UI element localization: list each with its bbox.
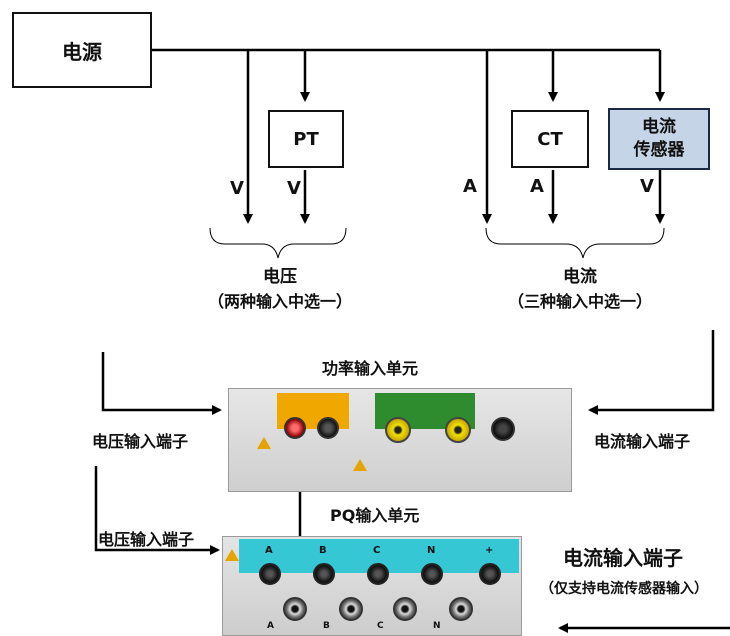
voltage-feed-arrow	[101, 352, 222, 415]
power-input-module	[228, 388, 572, 492]
current-input-jack-1[interactable]	[385, 417, 411, 443]
pq-channel-label: B	[319, 545, 327, 556]
current-sensor-label: 电流 传感器	[633, 117, 685, 160]
signal-label-v-sensor: V	[640, 176, 654, 197]
warning-triangle-icon	[225, 549, 239, 561]
power-unit-title: 功率输入单元	[322, 359, 419, 378]
current-feed-arrow	[588, 330, 715, 415]
pq-voltage-jack-a[interactable]	[259, 563, 281, 585]
voltage-brace	[209, 227, 347, 259]
current-input-jack-2[interactable]	[445, 417, 471, 443]
voltage-terminal-label-2: 电压输入端子	[98, 530, 195, 549]
signal-label-v-direct: V	[230, 178, 244, 199]
pq-channel-label: N	[427, 545, 436, 556]
ct-box: CT	[511, 110, 589, 168]
current-terminal-label-1: 电流输入端子	[594, 432, 691, 451]
sensor-input-jack[interactable]	[491, 417, 515, 441]
pq-voltage-jack-b[interactable]	[313, 563, 335, 585]
current-terminal-note: （仅支持电流传感器输入）	[540, 581, 708, 597]
signal-label-a-ct: A	[530, 176, 544, 197]
warning-triangle-icon	[257, 437, 271, 449]
pq-bnc-label: N	[433, 621, 441, 631]
pq-bnc-jack-c[interactable]	[393, 597, 417, 621]
signal-label-v-pt: V	[287, 178, 301, 199]
pq-unit-title: PQ输入单元	[330, 506, 420, 525]
pq-voltage-jack-plus[interactable]	[479, 563, 501, 585]
power-source-box: 电源	[12, 12, 152, 88]
current-group-title: 电流	[563, 267, 597, 287]
pt-label: PT	[293, 128, 319, 150]
pq-bnc-label: B	[323, 621, 330, 631]
pq-channel-label: C	[373, 545, 381, 556]
pq-channel-label: A	[265, 545, 273, 556]
current-terminal-label-2: 电流输入端子	[563, 546, 683, 570]
voltage-group-subtitle: （两种输入中选一）	[207, 292, 352, 311]
pq-input-module: A B C N + A B C N	[222, 536, 522, 636]
power-source-label: 电源	[62, 39, 102, 64]
pq-voltage-jack-c[interactable]	[367, 563, 389, 585]
voltage-input-jack-red[interactable]	[284, 417, 306, 439]
current-brace	[485, 227, 665, 259]
warning-triangle-icon	[353, 459, 367, 471]
current-sensor-box: 电流 传感器	[608, 108, 710, 170]
pq-bnc-jack-b[interactable]	[339, 597, 363, 621]
pq-voltage-feed-arrow	[94, 466, 220, 555]
voltage-group-title: 电压	[263, 267, 297, 287]
pq-channel-label: +	[485, 545, 494, 556]
pt-box: PT	[268, 110, 344, 168]
pq-bnc-jack-n[interactable]	[449, 597, 473, 621]
pq-bnc-label: C	[377, 621, 384, 631]
pq-bnc-jack-a[interactable]	[283, 597, 307, 621]
current-group-subtitle: （三种输入中选一）	[507, 292, 652, 311]
voltage-terminal-label-1: 电压输入端子	[92, 432, 189, 451]
ct-label: CT	[537, 128, 563, 150]
pq-bnc-label: A	[267, 621, 274, 631]
signal-label-a-direct: A	[463, 176, 477, 197]
voltage-input-jack-black[interactable]	[317, 417, 339, 439]
pq-voltage-jack-n[interactable]	[421, 563, 443, 585]
